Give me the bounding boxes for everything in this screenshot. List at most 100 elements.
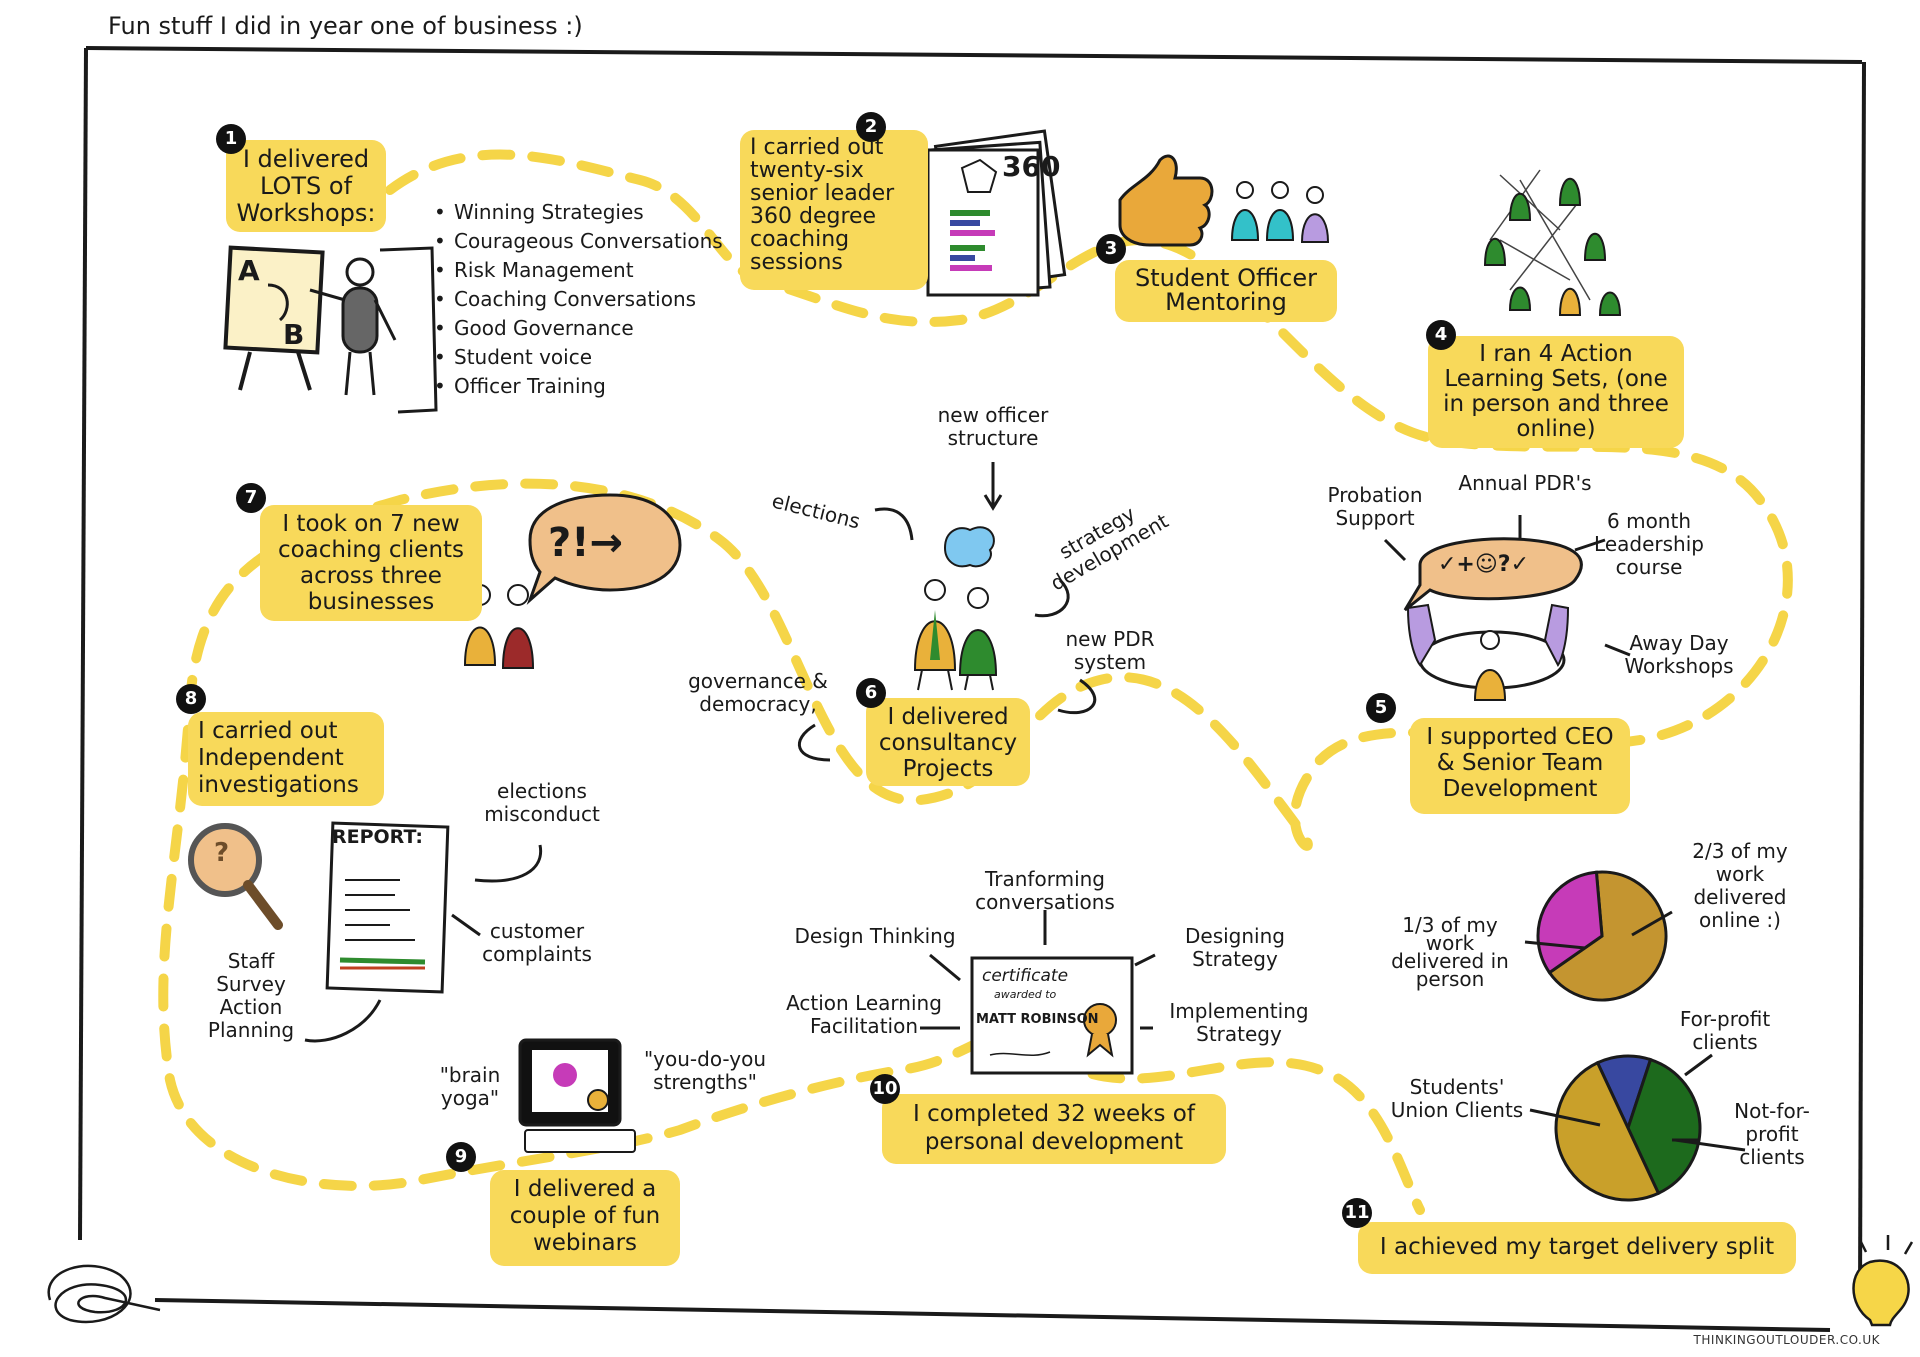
frame-top [85,46,1863,64]
speech-bubble-icon [526,493,682,605]
callout-consultancy: I delivered consultancy Projects [866,698,1030,786]
step-number-9: 9 [446,1142,476,1172]
label-governance-democracy: governance & democracy, [688,669,828,716]
presenter-icon [309,257,397,396]
callout-text: I achieved my target delivery split [1379,1234,1775,1260]
pie-label-not-for-profit: Not-for-profit clients [1734,1099,1810,1169]
label-new-officer-structure: new officer structure [937,403,1049,450]
consultants-icon [913,526,998,691]
callout-webinars: I delivered a couple of fun webinars [490,1170,680,1266]
callout-text: I completed 32 weeks of personal develop… [913,1101,1195,1155]
callout-text: I carried out Independent investigations [198,718,359,798]
action-learning-network-icon [1483,169,1622,316]
callout-text: I carried out twenty-six senior leader 3… [750,135,895,275]
ceo-bubble-symbols: ✓+☺?✓ [1438,552,1529,577]
student-officers-icon [1230,181,1330,243]
label-designing-strategy: Designing Strategy [1185,924,1285,971]
list-item: Good Governance [434,314,723,343]
step-number-10: 10 [870,1074,900,1104]
list-item: Coaching Conversations [434,285,723,314]
list-item: Courageous Conversations [434,227,723,256]
callout-text: I ran 4 Action Learning Sets, (one in pe… [1443,341,1669,442]
callout-text: I delivered a couple of fun webinars [509,1176,661,1256]
report-360-icon [926,129,1067,297]
clients-pie-slice-3 [1555,1060,1661,1202]
label-brain-yoga: "brain yoga" [439,1063,501,1110]
delivery-pie-slice-1 [1547,870,1668,1002]
callout-text: I delivered LOTS of Workshops: [236,145,376,227]
label-away-day: Away Day Workshops [1624,631,1734,678]
frame-left [78,47,88,1241]
delivery-pie-slice-2 [1536,870,1604,975]
label-transforming-conversations: Tranforming conversations [975,867,1115,914]
step-number-4: 4 [1426,320,1456,350]
list-item: Risk Management [434,256,723,285]
label-design-thinking: Design Thinking [794,924,956,948]
certificate-title: certificate [982,966,1069,986]
list-item: Winning Strategies [434,198,723,227]
callout-text: I supported CEO & Senior Team Developmen… [1426,724,1614,802]
flipchart-icon [223,245,325,391]
callout-text: I delivered consultancy Projects [878,704,1018,782]
callout-student-officer: Student Officer Mentoring [1115,260,1337,322]
certificate-name: MATT ROBINSON [976,1012,1099,1027]
callout-text: I took on 7 new coaching clients across … [277,511,465,615]
round-table-icon [1403,537,1583,701]
frame-right [1858,61,1866,1301]
callout-investigations: I carried out Independent investigations [188,712,384,806]
step-number-8: 8 [176,684,206,714]
label-staff-survey: Staff Survey Action Planning [207,949,295,1042]
clients-pie-slice-2 [1626,1057,1702,1196]
callout-workshops: I delivered LOTS of Workshops: [226,140,386,232]
callout-coaching-clients: I took on 7 new coaching clients across … [260,505,482,621]
delivery-split-pie [1536,870,1668,1002]
step-number-3: 3 [1096,234,1126,264]
magnifier-icon [188,823,283,930]
label-implementing-strategy: Implementing Strategy [1169,999,1309,1046]
scribble-icon [47,1264,161,1324]
thumbs-up-icon [1118,154,1214,247]
report-title: REPORT: [332,826,423,848]
report-360-label: 360 [1002,150,1061,183]
callout-360-coaching: I carried out twenty-six senior leader 3… [740,130,928,290]
callout-personal-development: I completed 32 weeks of personal develop… [882,1094,1226,1164]
label-annual-pdrs: Annual PDR's [1458,471,1592,495]
pie-label-for-profit: For-profit clients [1679,1007,1771,1054]
certificate-icon [970,956,1134,1075]
frame-bottom [154,1298,1831,1332]
step-number-2: 2 [856,112,886,142]
magnifier-question: ? [214,838,230,868]
board-letter-a: A [238,254,260,287]
label-leadership-course: 6 month Leadership course [1594,509,1704,579]
certificate-sub: awarded to [994,988,1057,1001]
label-probation-support: Probation Support [1327,483,1423,530]
pie-label-online: 2/3 of my work delivered online :) [1692,839,1788,932]
pie-label-students-union: Students' Union Clients [1390,1075,1524,1122]
pie-label-in-person: 1/3 of my work delivered in person [1391,913,1509,991]
report-document-icon [325,821,450,994]
lightbulb-icon [1852,1235,1914,1327]
callout-ceo-development: I supported CEO & Senior Team Developmen… [1410,718,1630,814]
step-number-5: 5 [1366,693,1396,723]
computer-icon [518,1038,636,1153]
list-item: Officer Training [434,372,723,401]
step-number-6: 6 [856,678,886,708]
step-number-11: 11 [1342,1198,1372,1228]
list-item: Student voice [434,343,723,372]
speech-bubble-text: ?!→ [548,520,623,566]
page-title: Fun stuff I did in year one of business … [108,12,583,40]
board-letter-b: B [283,318,305,351]
label-action-learning-facilitation: Action Learning Facilitation [786,991,942,1038]
step-number-7: 7 [236,483,266,513]
label-customer-complaints: customer complaints [482,919,592,966]
annotation-arrows [304,462,1746,1152]
label-new-pdr-system: new PDR system [1065,627,1155,674]
workshop-list: Winning Strategies Courageous Conversati… [434,198,723,401]
label-you-do-you: "you-do-you strengths" [643,1047,767,1094]
callout-action-learning: I ran 4 Action Learning Sets, (one in pe… [1428,336,1684,448]
label-elections-misconduct: elections misconduct [484,779,600,826]
callout-delivery-split: I achieved my target delivery split [1358,1222,1796,1274]
step-number-1: 1 [216,124,246,154]
client-split-pie [1555,1054,1702,1202]
